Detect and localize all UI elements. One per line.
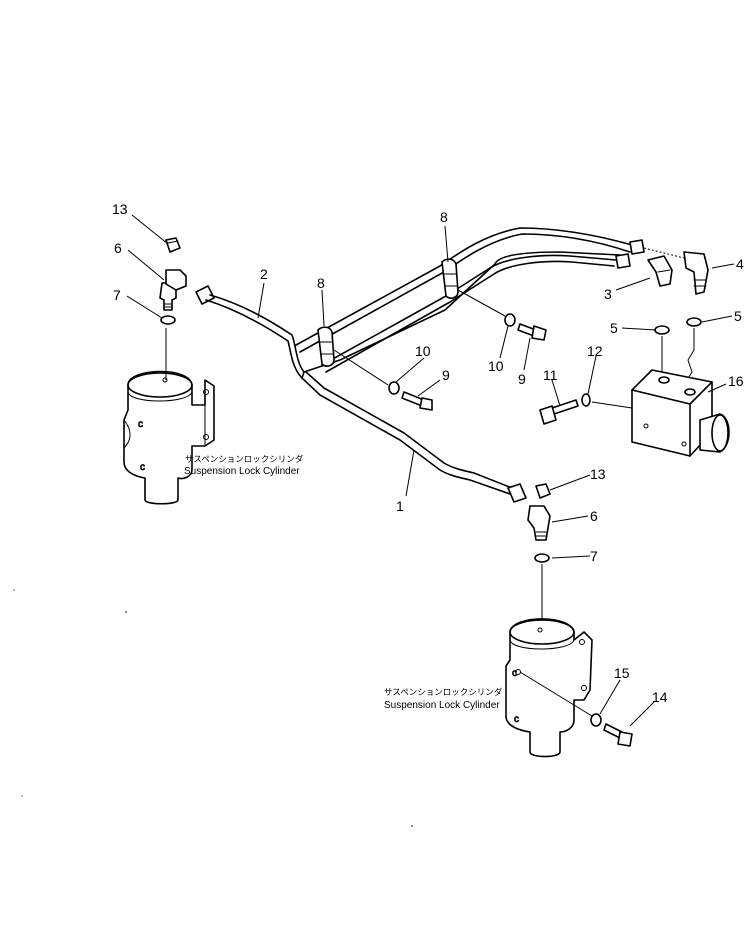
svg-text:c: c xyxy=(514,714,519,725)
callout-7-left: 7 xyxy=(113,287,121,303)
callout-1: 1 xyxy=(396,498,404,514)
tube-1 xyxy=(301,371,527,503)
callout-12: 12 xyxy=(587,343,603,359)
callout-leaders xyxy=(126,214,735,727)
callout-4: 4 xyxy=(736,256,744,272)
cylinder-left-label-en: Suspension Lock Cylinder xyxy=(184,466,300,477)
callout-15: 15 xyxy=(614,665,630,681)
fittings-left xyxy=(159,237,187,325)
callout-7-right: 7 xyxy=(590,548,598,564)
plug-13-right xyxy=(535,483,551,499)
scan-specks xyxy=(13,589,413,827)
washer-10-left xyxy=(388,381,400,395)
bolt-9-right xyxy=(517,323,547,341)
callout-13-right: 13 xyxy=(590,466,606,482)
cylinder-right-label-en: Suspension Lock Cylinder xyxy=(384,700,500,711)
tube-2 xyxy=(195,251,621,379)
callout-5-left: 5 xyxy=(610,320,618,336)
svg-text:c: c xyxy=(512,668,517,679)
o-ring-7-left xyxy=(160,315,176,325)
suspension-lock-cylinder-left: c c xyxy=(123,328,215,505)
bolt-9-left xyxy=(401,391,433,411)
cylinder-left-label-jp: サスペンションロックシリンダ xyxy=(185,454,304,465)
bolt-14 xyxy=(603,723,633,747)
washer-10-right xyxy=(504,313,516,327)
o-ring-5-left xyxy=(654,325,670,335)
callout-13-left: 13 xyxy=(112,201,128,217)
callout-10-right: 10 xyxy=(488,358,504,374)
valve-block-16 xyxy=(631,369,730,457)
svg-text:c: c xyxy=(138,419,143,430)
callout-6-right: 6 xyxy=(590,508,598,524)
clamp-8-right xyxy=(441,258,459,299)
callout-14: 14 xyxy=(652,689,668,705)
callout-11: 11 xyxy=(543,367,558,383)
callout-16: 16 xyxy=(728,373,744,389)
elbow-3 xyxy=(647,255,673,287)
o-ring-5-right xyxy=(686,317,702,327)
bolt-11 xyxy=(539,399,579,425)
callout-5-right: 5 xyxy=(734,308,742,324)
callout-9-left: 9 xyxy=(442,367,450,383)
callout-8-left: 8 xyxy=(317,275,325,291)
callout-8-right: 8 xyxy=(440,209,448,225)
elbow-6-right xyxy=(527,505,551,541)
clamp-8-left xyxy=(317,326,335,367)
callout-6-left: 6 xyxy=(114,240,122,256)
callout-2: 2 xyxy=(260,266,268,282)
svg-text:c: c xyxy=(140,462,145,473)
callout-3: 3 xyxy=(604,286,612,302)
o-ring-7-right xyxy=(534,553,550,563)
washer-15 xyxy=(590,713,602,727)
washer-12 xyxy=(581,393,591,407)
fittings-right xyxy=(527,483,551,630)
callout-9-right: 9 xyxy=(518,371,526,387)
tubes-upper xyxy=(295,227,645,373)
elbow-4 xyxy=(683,251,709,295)
callout-10-left: 10 xyxy=(415,343,431,359)
cylinder-right-label-jp: サスペンションロックシリンダ xyxy=(384,687,503,698)
plug-13-left xyxy=(165,237,181,253)
suspension-lock-cylinder-right: c c xyxy=(505,618,593,758)
